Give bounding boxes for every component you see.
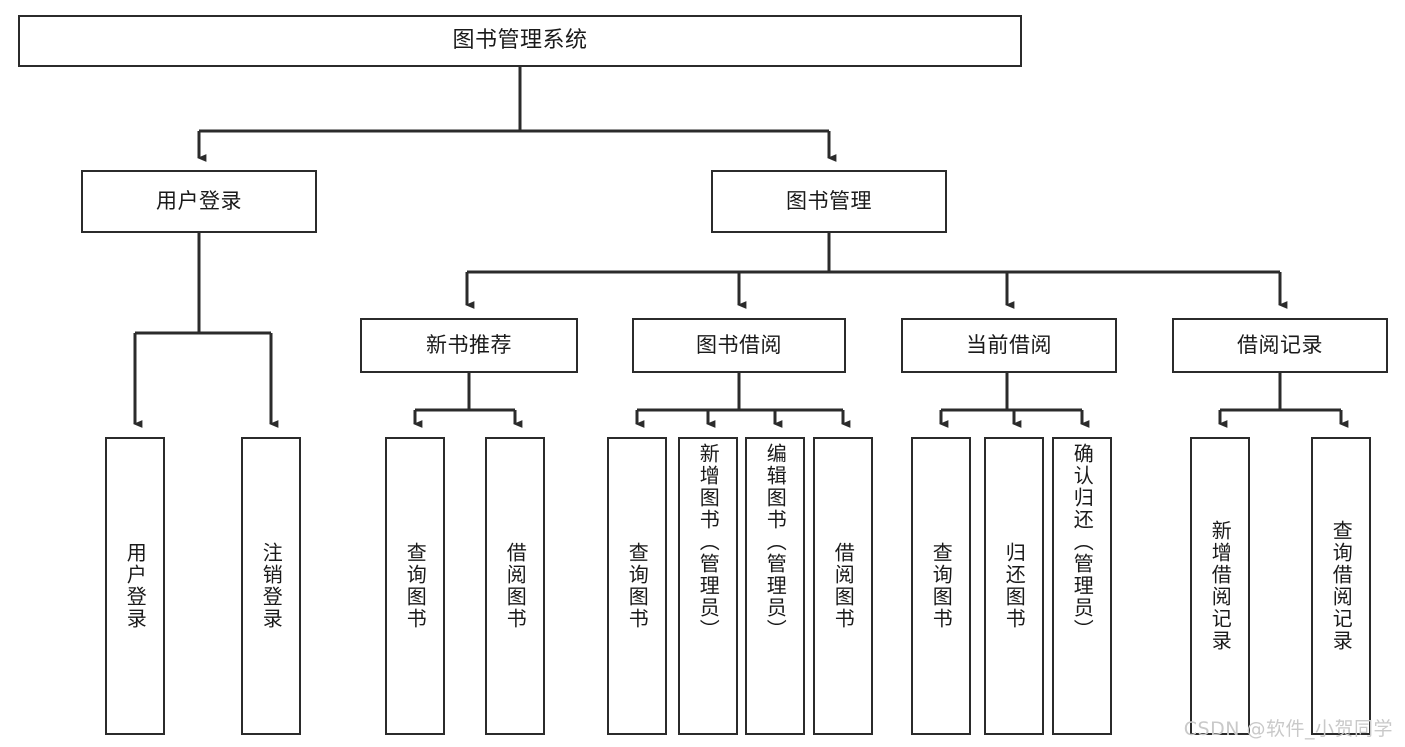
node-book-manage[interactable]: 图书管理 xyxy=(711,170,947,233)
leaf-add-book[interactable]: 新增图书（管理员） xyxy=(678,437,738,735)
node-borrow-record[interactable]: 借阅记录 xyxy=(1172,318,1388,373)
leaf-add-record[interactable]: 新增借阅记录 xyxy=(1190,437,1250,735)
leaf-user-logout-label: 注销登录 xyxy=(259,542,284,630)
leaf-add-book-label: 新增图书（管理员） xyxy=(696,443,721,641)
watermark: CSDN @软件_小贺同学 xyxy=(1183,718,1393,740)
leaf-return-book-label: 归还图书 xyxy=(1002,542,1027,630)
node-book-borrow[interactable]: 图书借阅 xyxy=(632,318,846,373)
node-current-borrow[interactable]: 当前借阅 xyxy=(901,318,1117,373)
node-new-book-rec[interactable]: 新书推荐 xyxy=(360,318,578,373)
leaf-query-book-3[interactable]: 查询图书 xyxy=(911,437,971,735)
leaf-borrow-book-1[interactable]: 借阅图书 xyxy=(485,437,545,735)
leaf-user-login-label: 用户登录 xyxy=(123,542,148,630)
leaf-query-book-2-label: 查询图书 xyxy=(625,542,650,630)
leaf-borrow-book-2[interactable]: 借阅图书 xyxy=(813,437,873,735)
leaf-query-record-label: 查询借阅记录 xyxy=(1329,520,1354,652)
leaf-query-record[interactable]: 查询借阅记录 xyxy=(1311,437,1371,735)
leaf-query-book-3-label: 查询图书 xyxy=(929,542,954,630)
leaf-edit-book-label: 编辑图书（管理员） xyxy=(763,443,788,641)
leaf-borrow-book-2-label: 借阅图书 xyxy=(831,542,856,630)
leaf-edit-book[interactable]: 编辑图书（管理员） xyxy=(745,437,805,735)
leaf-borrow-book-1-label: 借阅图书 xyxy=(503,542,528,630)
node-user-login[interactable]: 用户登录 xyxy=(81,170,317,233)
leaf-query-book-2[interactable]: 查询图书 xyxy=(607,437,667,735)
node-current-borrow-label: 当前借阅 xyxy=(966,332,1052,357)
node-book-borrow-label: 图书借阅 xyxy=(696,332,782,357)
node-book-manage-label: 图书管理 xyxy=(786,188,872,213)
node-user-login-label: 用户登录 xyxy=(156,188,242,213)
leaf-confirm-return[interactable]: 确认归还（管理员） xyxy=(1052,437,1112,735)
node-new-book-rec-label: 新书推荐 xyxy=(426,332,512,357)
leaf-return-book[interactable]: 归还图书 xyxy=(984,437,1044,735)
node-borrow-record-label: 借阅记录 xyxy=(1237,332,1323,357)
leaf-user-logout[interactable]: 注销登录 xyxy=(241,437,301,735)
leaf-query-book-1-label: 查询图书 xyxy=(403,542,428,630)
leaf-user-login[interactable]: 用户登录 xyxy=(105,437,165,735)
leaf-confirm-return-label: 确认归还（管理员） xyxy=(1070,443,1095,641)
leaf-query-book-1[interactable]: 查询图书 xyxy=(385,437,445,735)
node-root-label: 图书管理系统 xyxy=(452,27,588,53)
node-root[interactable]: 图书管理系统 xyxy=(18,15,1022,67)
leaf-add-record-label: 新增借阅记录 xyxy=(1208,520,1233,652)
